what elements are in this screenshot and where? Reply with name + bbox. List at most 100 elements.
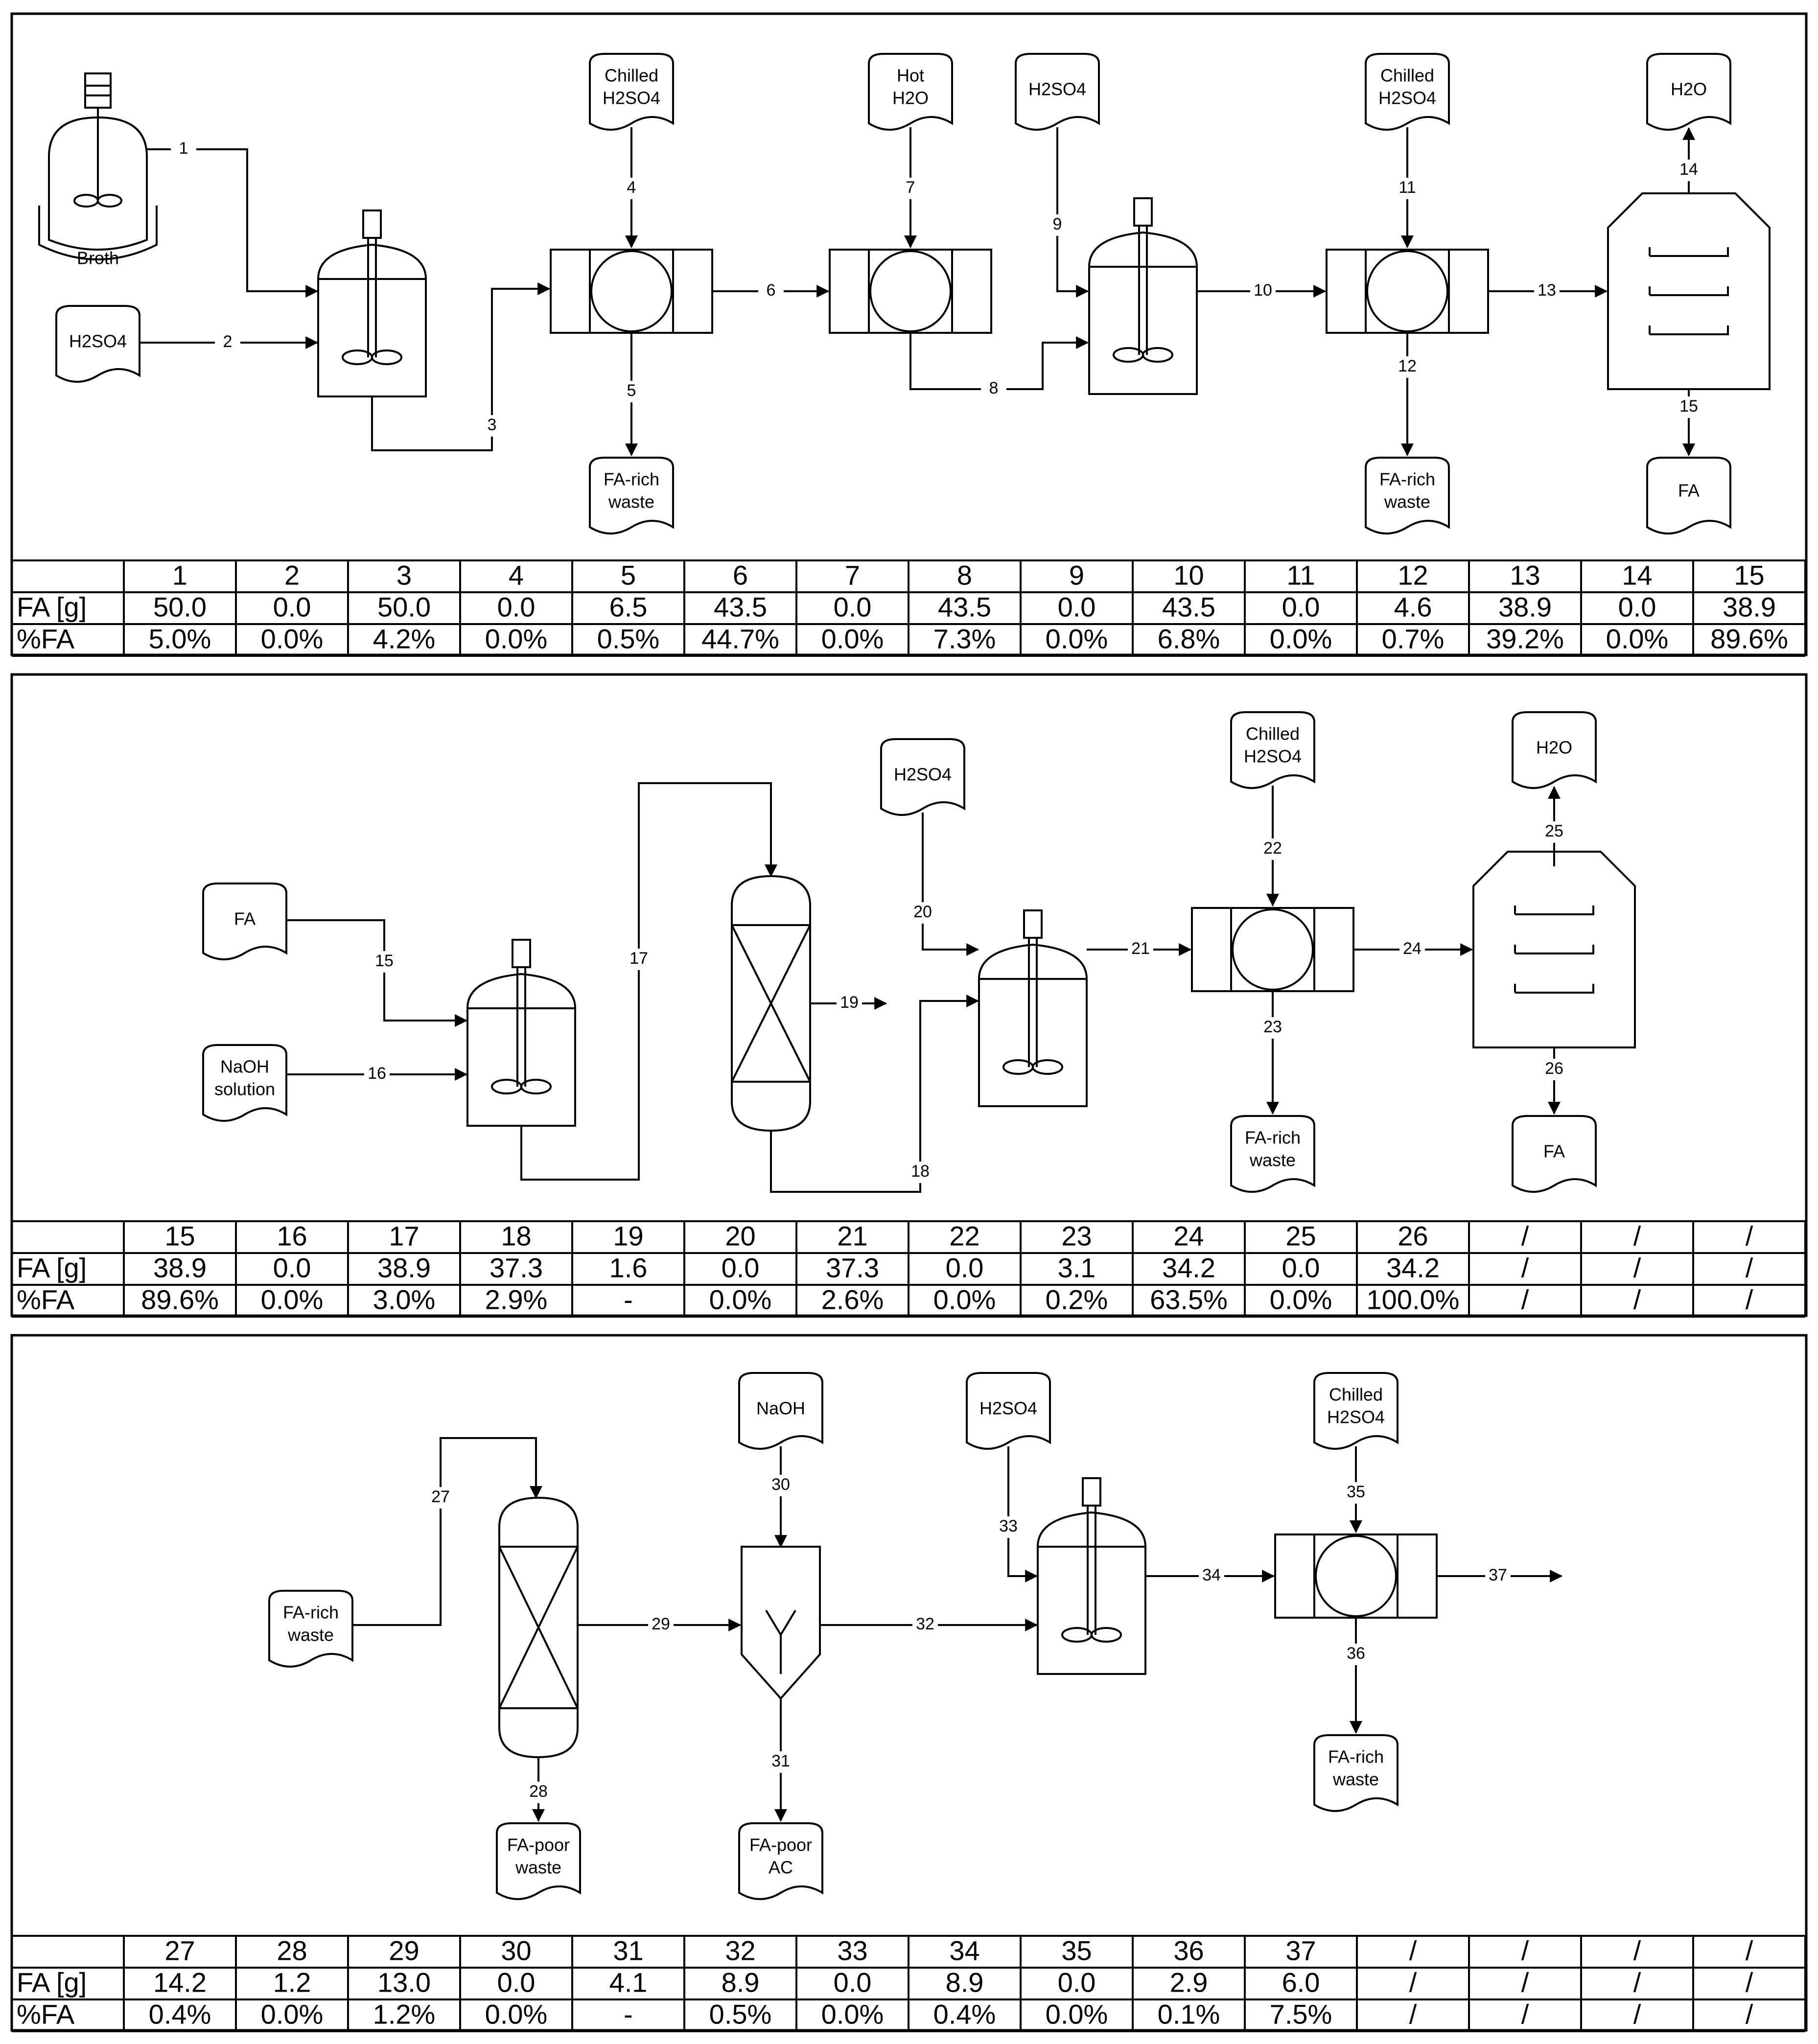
table-3-cell: 1.2 xyxy=(273,1967,311,1998)
distiller-2-tray-3 xyxy=(1515,984,1594,994)
stream-33-label: 33 xyxy=(999,1517,1018,1535)
table-3-cell: / xyxy=(1409,1998,1417,2029)
distiller-1-tray-3 xyxy=(1650,325,1729,335)
label-fa-rich-waste-2-line-2: waste xyxy=(1384,492,1430,512)
table-2-header-cell: 24 xyxy=(1173,1220,1204,1251)
reactor-4-impeller-r xyxy=(1032,1059,1063,1075)
stream-5-label-bg xyxy=(619,381,644,402)
stream-31-label: 31 xyxy=(771,1752,790,1770)
table-1-header-cell: 14 xyxy=(1622,559,1652,590)
label-chilled-h2so4-1-line-1: Chilled xyxy=(605,66,658,86)
table-1-header-cell: 5 xyxy=(621,559,636,590)
stream-4-label-bg xyxy=(619,178,644,199)
stream-27 xyxy=(352,1437,542,1626)
column-2-packing xyxy=(498,1546,579,1709)
fermenter-broth-motor xyxy=(84,72,112,109)
stream-15-label-bg xyxy=(1676,396,1701,418)
stream-9-label: 9 xyxy=(1053,215,1062,233)
label-chilled-h2so4-4-line-2: H2SO4 xyxy=(1327,1407,1385,1427)
extractor-1 xyxy=(550,249,713,334)
table-2-header-cell: 21 xyxy=(837,1220,867,1251)
table-2-header-cell: / xyxy=(1521,1220,1529,1251)
table-3-cell: %FA xyxy=(17,1998,75,2029)
stream-13-label: 13 xyxy=(1538,281,1556,300)
table-1-header-cell: 6 xyxy=(733,559,748,590)
reactor-5-vessel xyxy=(1037,1511,1146,1675)
label-chilled-h2so4-2-line-2: H2SO4 xyxy=(1378,88,1436,108)
table-3-header-cell: / xyxy=(1746,1935,1753,1966)
stream-3-label-bg xyxy=(479,415,505,437)
table-3-header-cell: / xyxy=(1409,1935,1417,1966)
table-2-cell: 0.2% xyxy=(1046,1284,1108,1315)
reactor-3 xyxy=(466,939,576,1127)
table-1-header-cell: 7 xyxy=(845,559,860,590)
table-2-header-cell: / xyxy=(1746,1220,1753,1251)
stream-20-label-bg xyxy=(910,902,935,924)
reactor-2 xyxy=(1088,197,1198,395)
tank-fa-poor-waste xyxy=(496,1822,581,1900)
reactor-5-motor xyxy=(1082,1477,1101,1507)
equipment-shapes xyxy=(38,53,1771,1900)
stream-26-label: 26 xyxy=(1545,1059,1563,1078)
table-2-cell: 0.0 xyxy=(946,1252,984,1283)
label-chilled-h2so4-3-line-2: H2SO4 xyxy=(1244,746,1302,766)
tank-h2so4-2 xyxy=(1015,53,1100,131)
stream-19-label: 19 xyxy=(840,993,859,1012)
distiller-2-tray-1 xyxy=(1515,906,1594,915)
reactor-4-vessel xyxy=(978,943,1088,1107)
stream-21-label-bg xyxy=(1128,939,1153,960)
reactor-3-vessel xyxy=(466,973,576,1127)
stream-22-label-bg xyxy=(1260,838,1285,860)
stream-8 xyxy=(909,333,1089,390)
stream-29-label-bg xyxy=(648,1614,674,1636)
table-2-cell: / xyxy=(1521,1252,1529,1283)
stream-24-label-bg xyxy=(1399,939,1425,960)
tank-naoh-solution xyxy=(202,1044,287,1122)
tank-fa-rich-waste-3 xyxy=(1230,1115,1315,1193)
stream-8-label-bg xyxy=(981,378,1006,400)
table-2-header-cell: 17 xyxy=(389,1220,419,1251)
stream-8-label: 8 xyxy=(989,379,999,397)
table-3-header-cell: / xyxy=(1521,1935,1529,1966)
label-h2o-2: H2O xyxy=(1536,738,1572,758)
fermenter-broth xyxy=(38,72,158,260)
label-naoh: NaOH xyxy=(756,1398,805,1418)
table-2-header-cell: 18 xyxy=(501,1220,531,1251)
table-3-cell: 0.4% xyxy=(149,1998,211,2029)
stream-6-label: 6 xyxy=(767,281,776,300)
extractor-2-rotor xyxy=(869,250,952,332)
label-h2o-1: H2O xyxy=(1671,79,1707,99)
stream-27-label-bg xyxy=(428,1487,453,1509)
table-1-cell: 4.2% xyxy=(373,623,436,654)
table-1-header-cell: 8 xyxy=(957,559,972,590)
table-3-cell: / xyxy=(1746,1967,1753,1998)
table-3-cell: 0.1% xyxy=(1158,1998,1220,2029)
tank-h2o-2 xyxy=(1512,711,1597,789)
table-3-cell: 0.0 xyxy=(834,1967,872,1998)
tank-fa-rich-waste-4 xyxy=(1313,1734,1398,1812)
stream-33 xyxy=(1007,1446,1038,1582)
label-fa-rich-waste-2-line-1: FA-rich xyxy=(1379,469,1435,489)
stream-12-label: 12 xyxy=(1398,357,1417,375)
stream-22-label: 22 xyxy=(1263,839,1282,858)
table-3-cell: 0.0% xyxy=(261,1998,324,2029)
table-1-cell: 44.7% xyxy=(701,623,779,654)
table-3-cell: 4.1 xyxy=(609,1967,648,1998)
label-h2so4-4: H2SO4 xyxy=(979,1398,1037,1418)
column-1 xyxy=(731,875,811,1132)
extractor-5 xyxy=(1274,1533,1438,1619)
tank-fa-rich-waste-in xyxy=(268,1590,353,1668)
stream-10-label: 10 xyxy=(1254,281,1272,300)
table-3-header-cell: 27 xyxy=(164,1935,195,1966)
table-2-cell: 0.0% xyxy=(261,1284,324,1315)
stream-15-b-label: 15 xyxy=(375,952,394,970)
table-3-header-cell: 32 xyxy=(725,1935,755,1966)
table-3-cell: 13.0 xyxy=(377,1967,431,1998)
table-1-cell: 0.0 xyxy=(1618,591,1656,622)
extractor-1-rotor xyxy=(590,250,673,332)
distiller-2-tray-2 xyxy=(1515,945,1594,954)
